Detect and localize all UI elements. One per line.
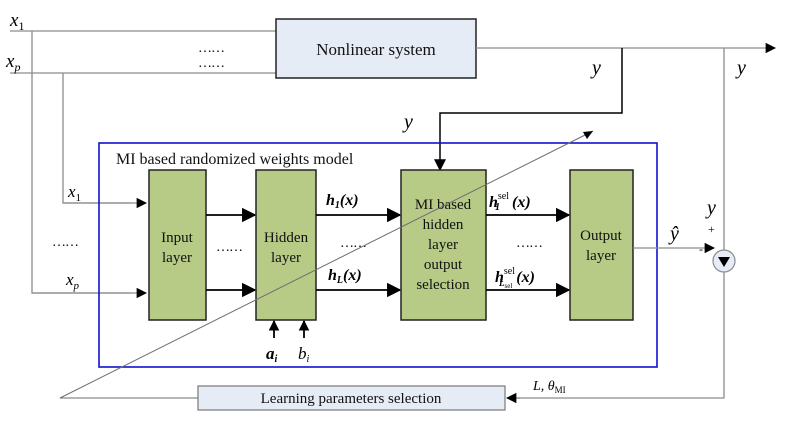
input-layer-label-2: layer — [162, 250, 192, 266]
mi-selection-label-5: selection — [416, 277, 470, 293]
label-y-out-1: y — [590, 57, 601, 79]
label-y-hat: ŷ — [668, 223, 679, 245]
output-layer-label-1: Output — [580, 228, 623, 244]
label-bi: bi — [298, 344, 310, 365]
ellipsis-top-1: …… — [198, 41, 224, 56]
hidden-layer-label-1: Hidden — [264, 230, 309, 246]
summing-arrow-icon — [718, 257, 730, 267]
error-line — [515, 268, 725, 399]
label-y-selection: y — [402, 111, 413, 133]
label-minus: - — [699, 242, 703, 256]
label-xp-inner: xp — [65, 270, 80, 292]
learning-params-label: Learning parameters selection — [261, 391, 442, 407]
ellipsis-inputs: …… — [52, 235, 78, 250]
mi-selection-label-4: output — [424, 257, 463, 273]
model-title: MI based randomized weights model — [116, 151, 354, 168]
nonlinear-system-label: Nonlinear system — [316, 40, 435, 59]
mi-selection-label-3: layer — [428, 237, 458, 253]
label-hL: hL(x) — [328, 267, 362, 286]
label-y-out-2: y — [735, 57, 746, 79]
y-to-selection-line — [434, 48, 623, 172]
output-layer-block — [569, 169, 634, 321]
mi-selection-label-2: hidden — [423, 217, 464, 233]
learning-params-block — [197, 385, 506, 411]
parameter-feedback-line — [59, 130, 594, 399]
ellipsis-top-2: …… — [198, 56, 224, 71]
parameter-feedback-arrow — [583, 131, 593, 139]
label-x1-inner: x1 — [67, 182, 81, 204]
ellipsis-hidden-sel: …… — [340, 236, 366, 251]
label-h1: h1(x) — [326, 192, 359, 211]
input-layer-label-1: Input — [161, 230, 193, 246]
mi-selection-label-1: MI based — [415, 197, 472, 213]
model-frame — [98, 142, 658, 368]
label-x1-top: x1 — [9, 10, 24, 33]
input-layer-block — [148, 169, 207, 321]
mi-selection-block — [400, 169, 487, 321]
nonlinear-system-block — [275, 18, 477, 79]
label-plus: + — [708, 222, 715, 236]
label-xp-top: xp — [5, 51, 20, 74]
label-params: L, θMI — [532, 379, 566, 395]
label-ai: ai — [266, 344, 278, 365]
output-layer-label-2: layer — [586, 248, 616, 264]
label-y-sum: y — [705, 197, 716, 219]
ellipsis-sel-output: …… — [516, 236, 542, 251]
ellipsis-input-hidden: …… — [216, 240, 242, 255]
hidden-layer-label-2: layer — [271, 250, 301, 266]
